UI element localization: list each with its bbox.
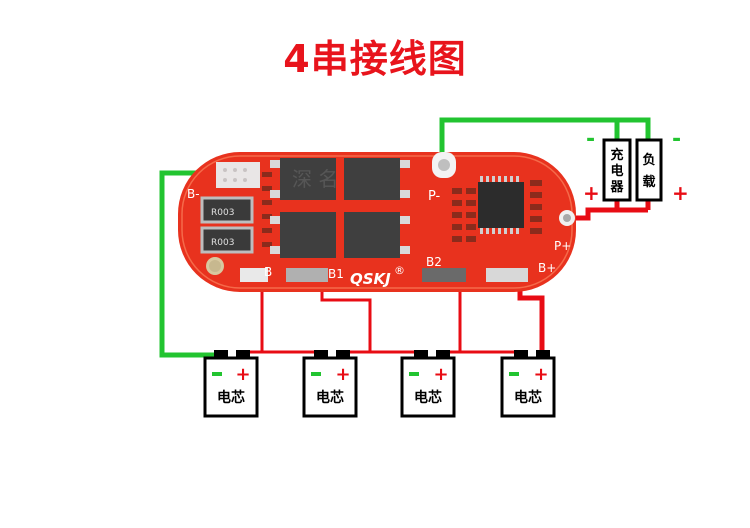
cell-minus-mark xyxy=(509,372,519,376)
shunt-resistor-1 xyxy=(200,196,254,224)
cell-label: 电芯 xyxy=(414,389,442,406)
cell-1: + 电芯 xyxy=(203,350,259,418)
load-label-2: 载 xyxy=(642,174,655,190)
b-plus-wire xyxy=(517,282,545,355)
shunt-resistor-2 xyxy=(200,226,254,254)
load: 负 载 - + xyxy=(635,127,689,205)
load-plus-sign: + xyxy=(672,181,689,205)
charger-minus-sign: - xyxy=(586,127,595,152)
pad-label-b1: B1 xyxy=(328,267,344,281)
b2-pad xyxy=(422,268,466,282)
mosfet-2 xyxy=(344,158,400,200)
mosfet-1 xyxy=(280,158,336,200)
cell-minus-mark xyxy=(409,372,419,376)
mosfet-group: 深 名 xyxy=(270,158,410,258)
b-pad xyxy=(240,268,268,282)
mosfet-3 xyxy=(280,212,336,258)
page-title: 4串接线图 xyxy=(283,37,467,81)
cell2-cell3-link xyxy=(340,350,424,355)
b-minus-wire xyxy=(159,170,222,358)
protection-board: B- R003 R003 xyxy=(178,152,576,292)
cell1-cell2-link xyxy=(240,350,324,355)
cell-body xyxy=(302,356,358,418)
cell-3: + 电芯 xyxy=(400,350,456,418)
cell-label: 电芯 xyxy=(217,389,245,406)
load-label-1: 负 xyxy=(642,152,655,168)
cell-minus-mark xyxy=(212,372,222,376)
load-box xyxy=(635,138,663,202)
cell-2: + 电芯 xyxy=(302,350,358,418)
cell-plus-mark: + xyxy=(533,364,548,385)
mosfet-4 xyxy=(344,212,400,258)
cell-plus-mark: + xyxy=(335,364,350,385)
b-plus-pad xyxy=(486,268,528,282)
cell-body xyxy=(203,356,259,418)
cell-body xyxy=(500,356,556,418)
cell-body xyxy=(400,356,456,418)
p-plus-wire xyxy=(570,200,620,221)
b1-pad xyxy=(286,268,328,282)
p-minus-wire xyxy=(439,117,651,165)
pad-label-p-minus: P- xyxy=(428,189,441,204)
pad-label-b: B xyxy=(264,265,272,279)
pad-label-b-plus: B+ xyxy=(538,261,556,275)
b-minus-pad xyxy=(216,162,260,188)
charger-box xyxy=(602,138,632,202)
charger-label-1: 充 xyxy=(610,147,623,163)
cell-plus-mark: + xyxy=(235,364,250,385)
cell-4: + 电芯 xyxy=(500,350,556,418)
negative-wires xyxy=(159,117,651,358)
protection-ic xyxy=(478,182,524,228)
pad-label-b-minus: B- xyxy=(187,187,200,201)
resistor-label-2: R003 xyxy=(211,238,234,248)
brand-logo: QSKJ xyxy=(350,270,391,288)
cell-minus-mark xyxy=(311,372,321,376)
cell-plus-mark: + xyxy=(433,364,448,385)
cell-label: 电芯 xyxy=(316,389,344,406)
cell-label: 电芯 xyxy=(514,389,542,406)
cell3-cell4-link xyxy=(440,350,524,355)
resistor-label-1: R003 xyxy=(211,208,234,218)
charger-plus-sign: + xyxy=(583,181,600,205)
charger-label-2: 电 xyxy=(610,163,623,179)
load-minus-sign: - xyxy=(672,127,681,152)
pad-label-p-plus: P+ xyxy=(554,239,571,253)
registered-mark: ® xyxy=(394,264,405,277)
charger: 充 电 器 - + xyxy=(583,127,632,205)
watermark: 深 名 xyxy=(292,167,338,191)
pad-label-b2: B2 xyxy=(426,255,442,269)
charger-label-3: 器 xyxy=(609,180,624,195)
